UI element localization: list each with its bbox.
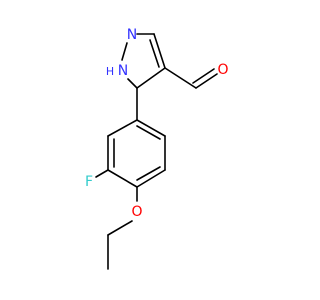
molecule-structure: N H N O F O [85, 27, 229, 270]
bond-o-ch2 [107, 220, 133, 236]
pyrazole-ring [121, 33, 166, 89]
bond-c4-c5 [136, 67, 166, 89]
atom-o-ether-label: O [131, 204, 142, 220]
bond-c4-cho [164, 67, 197, 89]
bond-ar1-ar2 [107, 119, 138, 137]
atom-o-aldehyde-label: O [217, 62, 228, 78]
atom-h-label: H [106, 65, 114, 78]
ethoxy-group [107, 186, 138, 270]
bond-c5-n1 [127, 78, 138, 89]
bond-cho-o-double [192, 68, 215, 84]
bond-ar6-ar1-inner [136, 125, 161, 140]
atom-n-label: N [127, 27, 137, 43]
aldehyde-group [164, 67, 218, 89]
bond-ar4-ar5 [136, 169, 166, 188]
structure-canvas: N H N O F O [85, 27, 229, 270]
atom-f-label: F [85, 174, 93, 190]
bond-n1-n2 [121, 42, 128, 61]
atom-nh-label: N [118, 63, 128, 79]
bond-ar3-f [95, 169, 109, 178]
bond-c3-c4-inner [149, 39, 160, 68]
bond-cho-o [195, 73, 218, 89]
benzene-ring [107, 119, 166, 188]
bond-ar4-ar5-inner [136, 166, 161, 181]
bond-c3-c4 [153, 33, 166, 69]
bond-ar6-ar1 [136, 119, 166, 137]
bond-ar3-ar4 [107, 169, 138, 188]
